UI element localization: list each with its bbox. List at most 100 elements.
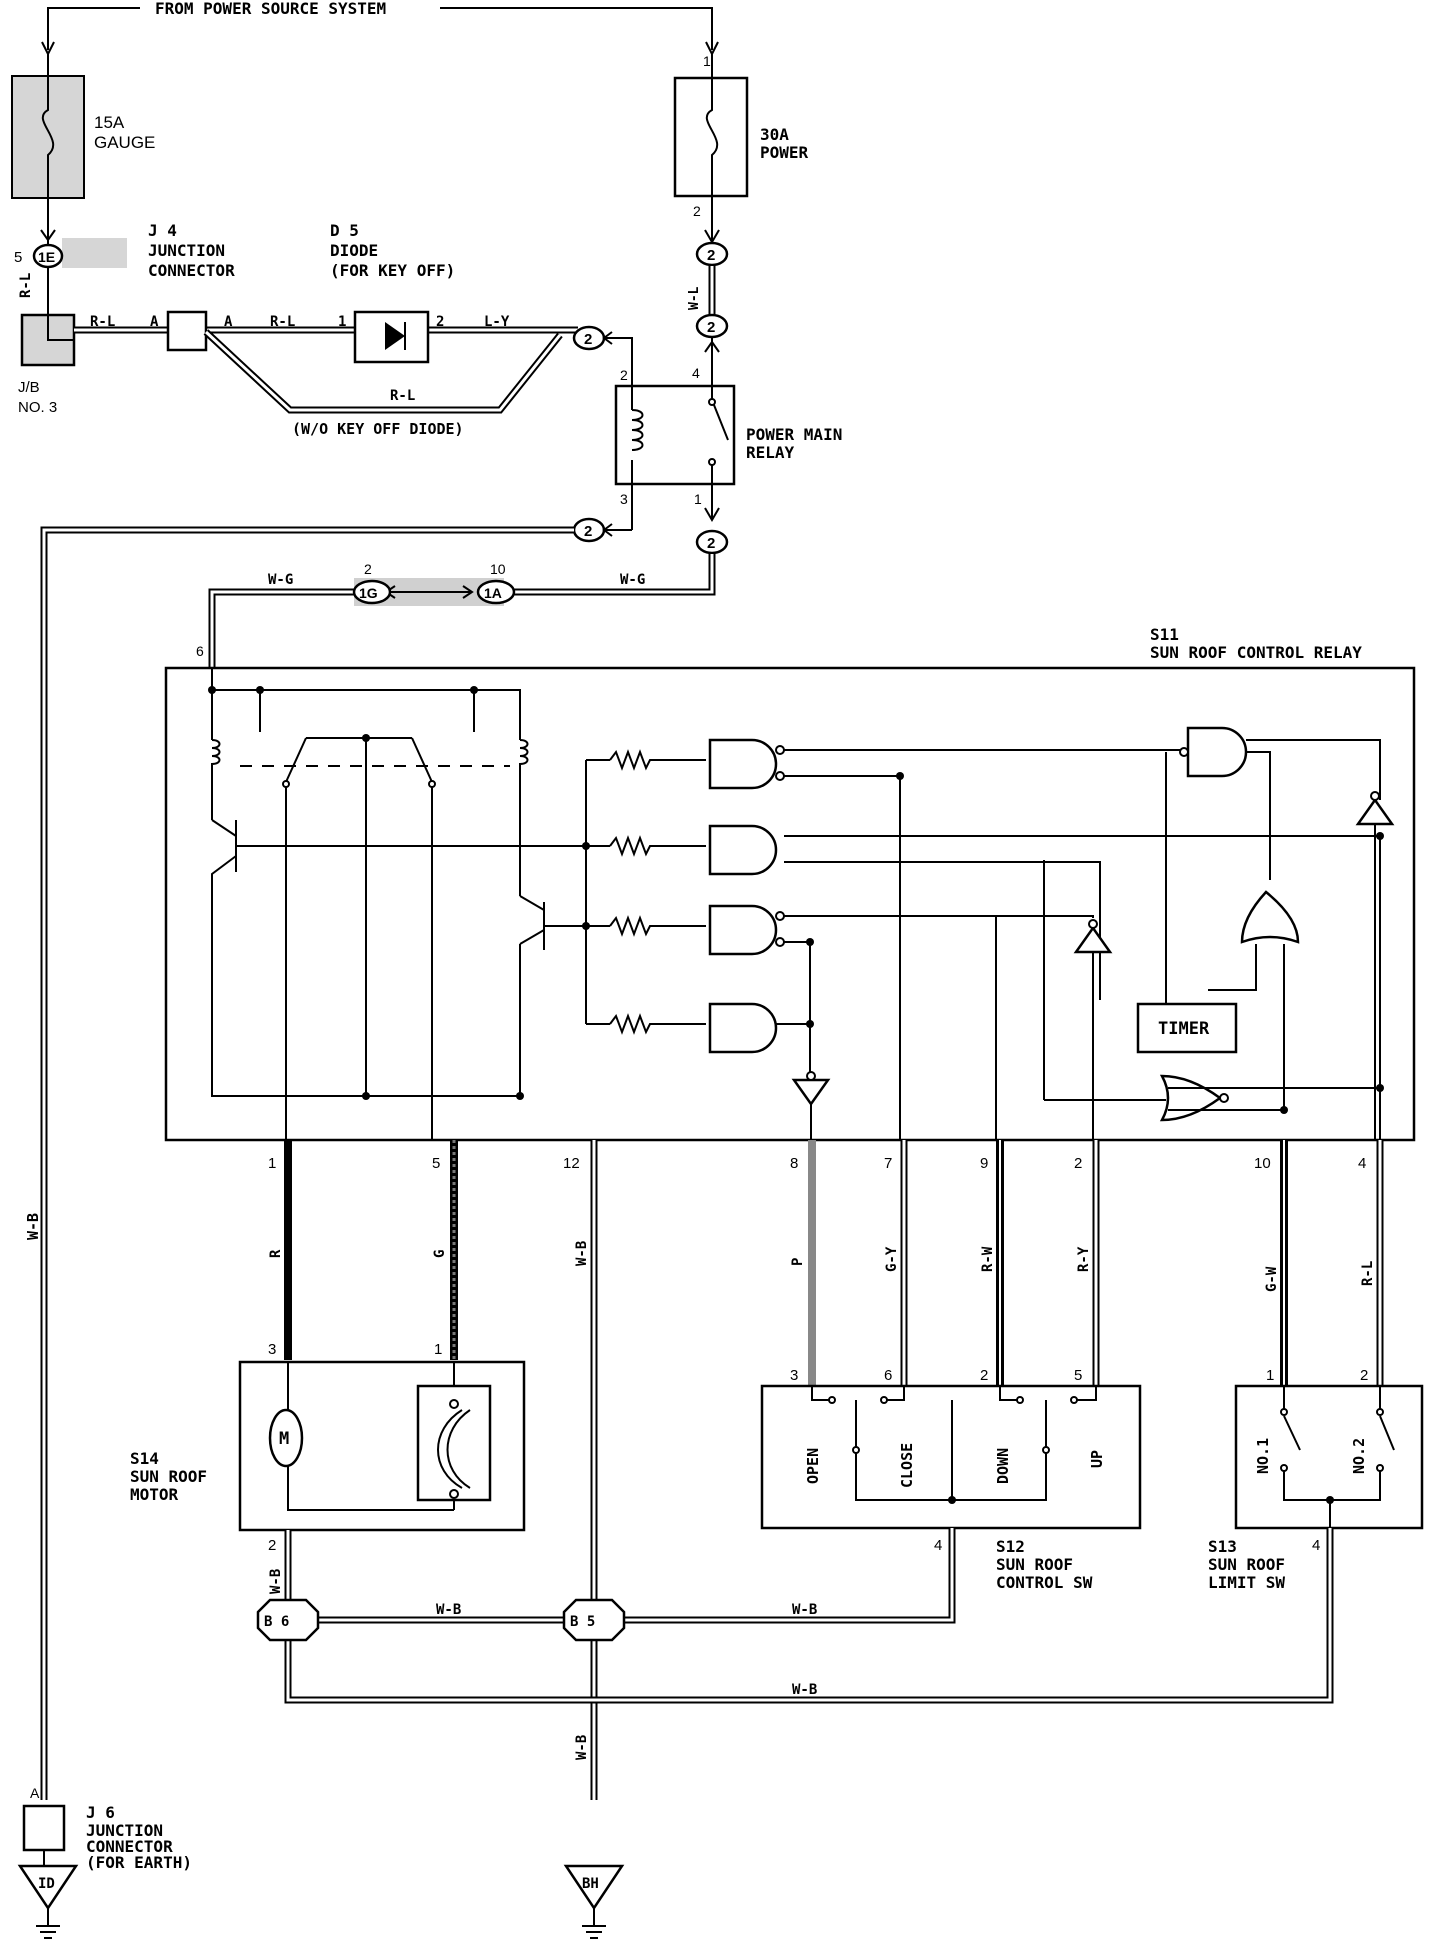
- svg-text:CONTROL SW: CONTROL SW: [996, 1573, 1093, 1592]
- svg-text:GAUGE: GAUGE: [94, 133, 155, 152]
- ground-bh: [563, 1864, 625, 1911]
- svg-text:(FOR KEY OFF): (FOR KEY OFF): [330, 261, 455, 280]
- svg-text:BH: BH: [582, 1876, 599, 1892]
- svg-text:5: 5: [1074, 1367, 1082, 1384]
- svg-text:5: 5: [14, 249, 22, 266]
- harness-wires: R G W-B P G-Y R-W R-Y G-W R-L: [268, 1140, 1384, 1800]
- svg-text:6: 6: [884, 1367, 892, 1384]
- svg-text:2: 2: [364, 561, 372, 577]
- junction-block-no3: 1E 5 J/B NO. 3 R-L: [14, 229, 127, 416]
- svg-text:10: 10: [1254, 1155, 1271, 1172]
- svg-text:CONNECTOR: CONNECTOR: [86, 1837, 173, 1856]
- sun-roof-limit-switch: 1 2 NO.1 NO.2 4 S13 SUN ROOF LIMIT SW: [1208, 1367, 1424, 1592]
- svg-text:NO. 3: NO. 3: [18, 399, 57, 416]
- j6-earth: A J 6 JUNCTION CONNECTOR (FOR EARTH) ID …: [17, 1785, 625, 1939]
- svg-text:30A: 30A: [760, 125, 789, 144]
- svg-text:DIODE: DIODE: [330, 241, 378, 260]
- svg-text:B 6: B 6: [264, 1614, 289, 1630]
- svg-text:10: 10: [490, 561, 506, 577]
- sun-roof-motor: 3 1 M S14 SUN ROOF MOTOR 2: [130, 1341, 526, 1554]
- svg-text:G: G: [432, 1250, 448, 1258]
- svg-text:2: 2: [707, 247, 715, 264]
- svg-text:NO.2: NO.2: [1350, 1438, 1368, 1474]
- svg-text:J/B: J/B: [18, 379, 40, 396]
- sun-roof-control-switch: 3 6 2 5 OPEN CLOSE DOWN UP 4 S12 SUN ROO…: [760, 1367, 1142, 1592]
- j4-d5-circuit: J 4 JUNCTION CONNECTOR D 5 DIODE (FOR KE…: [74, 221, 633, 438]
- svg-text:W-G: W-G: [268, 572, 293, 588]
- svg-text:G-W: G-W: [1264, 1266, 1280, 1292]
- svg-text:W-B: W-B: [436, 1602, 461, 1618]
- relay-output-pins: 1 5 12 8 7 9 2 10 4: [268, 1155, 1366, 1172]
- motor-symbol: [268, 1408, 304, 1468]
- svg-text:R-L: R-L: [1360, 1261, 1376, 1286]
- svg-text:R-L: R-L: [390, 388, 415, 404]
- svg-text:A: A: [150, 314, 159, 330]
- source-label: FROM POWER SOURCE SYSTEM: [155, 0, 386, 18]
- svg-text:5: 5: [432, 1155, 440, 1172]
- svg-text:W-B: W-B: [268, 1569, 284, 1594]
- svg-text:W-B: W-B: [792, 1602, 817, 1618]
- svg-text:R-L: R-L: [18, 273, 34, 298]
- j6-connector: [22, 1804, 66, 1852]
- svg-text:NO.1: NO.1: [1254, 1438, 1272, 1474]
- and-gates: [708, 726, 1248, 1054]
- svg-text:1A: 1A: [484, 585, 502, 601]
- svg-text:G-Y: G-Y: [884, 1246, 900, 1272]
- splice-b5: [562, 1598, 626, 1642]
- ground-id: [17, 1864, 79, 1911]
- svg-text:D 5: D 5: [330, 221, 359, 240]
- svg-text:ID: ID: [38, 1876, 55, 1892]
- svg-text:R-W: R-W: [980, 1246, 996, 1272]
- svg-text:4: 4: [692, 365, 700, 381]
- svg-text:LIMIT SW: LIMIT SW: [1208, 1573, 1285, 1592]
- svg-text:2: 2: [620, 367, 628, 383]
- svg-text:9: 9: [980, 1155, 988, 1172]
- svg-text:TIMER: TIMER: [1158, 1019, 1210, 1039]
- svg-text:POWER MAIN: POWER MAIN: [746, 425, 842, 444]
- svg-text:P: P: [790, 1258, 806, 1266]
- ground-return: W-B W-B W-B W-B W-B B 6 B 5: [256, 1528, 1334, 1760]
- svg-text:OPEN: OPEN: [804, 1448, 822, 1484]
- svg-text:W-B: W-B: [574, 1735, 590, 1760]
- svg-text:2: 2: [707, 319, 715, 336]
- svg-text:4: 4: [934, 1537, 942, 1554]
- svg-text:2: 2: [1360, 1367, 1368, 1384]
- svg-text:MOTOR: MOTOR: [130, 1485, 179, 1504]
- svg-text:3: 3: [268, 1341, 276, 1358]
- timer-block: [1136, 1002, 1238, 1054]
- svg-text:SUN ROOF: SUN ROOF: [130, 1467, 207, 1486]
- svg-text:S13: S13: [1208, 1537, 1237, 1556]
- svg-text:2: 2: [268, 1537, 276, 1554]
- svg-text:M: M: [279, 1429, 289, 1449]
- svg-text:3: 3: [620, 491, 628, 507]
- left-ground-wire: W-B: [24, 526, 574, 1800]
- svg-text:2: 2: [980, 1367, 988, 1384]
- svg-text:DOWN: DOWN: [994, 1448, 1012, 1484]
- svg-text:1: 1: [1266, 1367, 1274, 1384]
- svg-text:4: 4: [1358, 1155, 1366, 1172]
- svg-text:CONNECTOR: CONNECTOR: [148, 261, 235, 280]
- svg-text:SUN ROOF: SUN ROOF: [1208, 1555, 1285, 1574]
- svg-text:R: R: [268, 1249, 284, 1258]
- splice-b6: [256, 1598, 320, 1642]
- svg-text:R-L: R-L: [270, 314, 295, 330]
- svg-text:1: 1: [434, 1341, 442, 1358]
- svg-text:12: 12: [563, 1155, 580, 1172]
- svg-text:S11: S11: [1150, 625, 1179, 644]
- svg-text:2: 2: [436, 314, 444, 330]
- svg-text:SUN ROOF CONTROL RELAY: SUN ROOF CONTROL RELAY: [1150, 643, 1362, 662]
- svg-text:J 4: J 4: [148, 221, 177, 240]
- svg-text:W-B: W-B: [24, 1213, 42, 1240]
- svg-text:SUN ROOF: SUN ROOF: [996, 1555, 1073, 1574]
- fuse-30a-power: 1 30A POWER 2 2 W-L 2: [673, 53, 809, 386]
- power-main-relay: 2 3 4 1 POWER MAIN RELAY 2 2: [572, 365, 842, 555]
- svg-text:A: A: [224, 314, 233, 330]
- svg-text:6: 6: [196, 643, 204, 659]
- svg-text:W-L: W-L: [687, 286, 702, 310]
- svg-text:R-Y: R-Y: [1076, 1246, 1092, 1272]
- svg-text:W-B: W-B: [574, 1241, 590, 1266]
- wg-feed: 1G 1A 2 10 W-G W-G 6: [196, 554, 716, 668]
- svg-text:J 6: J 6: [86, 1803, 115, 1822]
- svg-text:1: 1: [338, 314, 346, 330]
- svg-text:S14: S14: [130, 1449, 159, 1468]
